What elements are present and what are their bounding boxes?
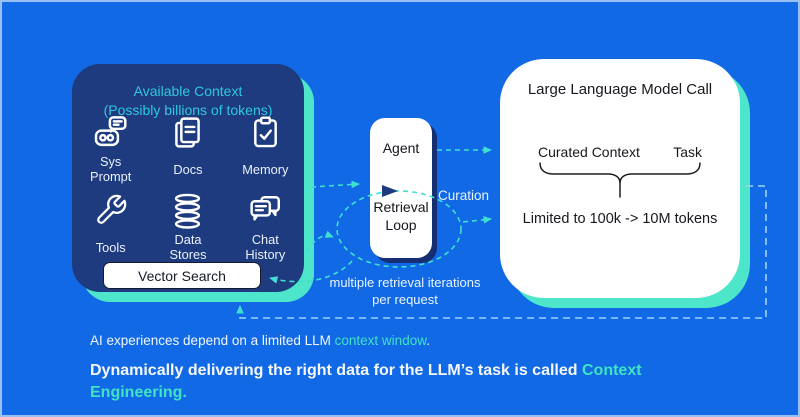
- context-item-tools: Tools: [72, 190, 149, 266]
- context-item-label: Data Stores: [169, 232, 207, 262]
- context-item-label: Sys Prompt: [90, 154, 132, 184]
- docs-icon: [169, 112, 206, 152]
- box-to-loop-arrow: [305, 230, 334, 253]
- caption-line1-prefix: AI experiences depend on a limited LLM: [90, 333, 335, 348]
- clipboard-check-icon: [247, 112, 284, 152]
- context-item-label: Tools: [95, 239, 126, 255]
- context-item-label: Chat History: [245, 232, 286, 262]
- loop-to-llm-arrow: [462, 216, 492, 224]
- caption-context-window: AI experiences depend on a limited LLM c…: [90, 333, 430, 348]
- available-context-panel: Available Context (Possibly billions of …: [72, 64, 304, 292]
- agent-box: Agent Retrieval Loop: [370, 118, 432, 258]
- context-item-memory: Memory: [227, 112, 304, 188]
- robot-chat-icon: [92, 112, 129, 152]
- vector-search-label: Vector Search: [138, 267, 226, 284]
- available-context-title-line1: Available Context: [133, 83, 243, 99]
- caption-line2-highlight: Context Engineering.: [90, 362, 642, 401]
- context-item-chat-history: Chat History: [227, 190, 304, 266]
- context-item-docs: Docs: [149, 112, 226, 188]
- context-sources-grid: Sys Prompt Docs: [72, 112, 304, 266]
- curation-label: Curation: [438, 188, 490, 203]
- caption-context-engineering: Dynamically delivering the right data fo…: [90, 360, 710, 404]
- context-item-sys-prompt: Sys Prompt: [72, 112, 149, 188]
- context-item-data-stores: Data Stores: [149, 190, 226, 266]
- llm-inputs-row: Curated Context Task: [538, 144, 702, 160]
- context-item-label: Docs: [173, 161, 203, 177]
- retrieval-loop-label: Retrieval Loop: [373, 199, 429, 233]
- available-context-title-line2: (Possibly billions of tokens): [103, 102, 273, 118]
- token-limit-note: Limited to 100k -> 10M tokens: [522, 211, 718, 227]
- wrench-icon: [94, 190, 128, 230]
- chat-history-icon: [247, 190, 284, 230]
- brace-icon: [539, 162, 701, 198]
- llm-call-box: Large Language Model Call Curated Contex…: [500, 59, 740, 298]
- caption-line1-highlight: context window: [334, 333, 427, 348]
- available-context-title: Available Context (Possibly billions of …: [72, 82, 304, 120]
- caption-line1-suffix: .: [426, 333, 430, 348]
- database-icon: [169, 190, 206, 230]
- curated-context-label: Curated Context: [538, 144, 640, 160]
- context-item-label: Memory: [242, 161, 289, 177]
- box-to-agent-arrow: [310, 180, 360, 189]
- retrieval-iterations-note: multiple retrieval iterations per reques…: [329, 275, 481, 307]
- task-label: Task: [673, 144, 702, 160]
- vector-search-button: Vector Search: [103, 262, 261, 289]
- caption-line2-prefix: Dynamically delivering the right data fo…: [90, 362, 582, 379]
- llm-call-title: Large Language Model Call: [527, 81, 713, 98]
- agent-label: Agent: [382, 140, 420, 156]
